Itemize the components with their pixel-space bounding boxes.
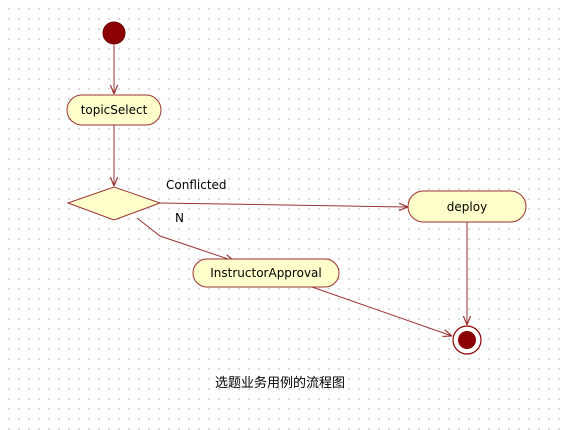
edge-label-n: N	[175, 211, 184, 225]
start-node	[102, 21, 126, 45]
activity-instructor-approval-label: InstructorApproval	[210, 266, 321, 280]
activity-topic-select-label: topicSelect	[81, 103, 148, 117]
edge-label-conflicted: Conflicted	[166, 178, 227, 192]
edge-decision-to-instructorapproval	[136, 217, 234, 261]
decision-node[interactable]	[66, 186, 162, 221]
edge-decision-to-deploy	[159, 202, 408, 207]
activity-deploy[interactable]	[407, 190, 527, 223]
end-node	[458, 331, 476, 349]
diagram-caption: 选题业务用例的流程图	[214, 376, 345, 391]
activity-topic-select[interactable]	[66, 94, 162, 126]
edge-instructorapproval-to-end	[311, 286, 452, 336]
activity-instructor-approval[interactable]	[192, 258, 340, 288]
activity-deploy-label: deploy	[447, 200, 487, 214]
